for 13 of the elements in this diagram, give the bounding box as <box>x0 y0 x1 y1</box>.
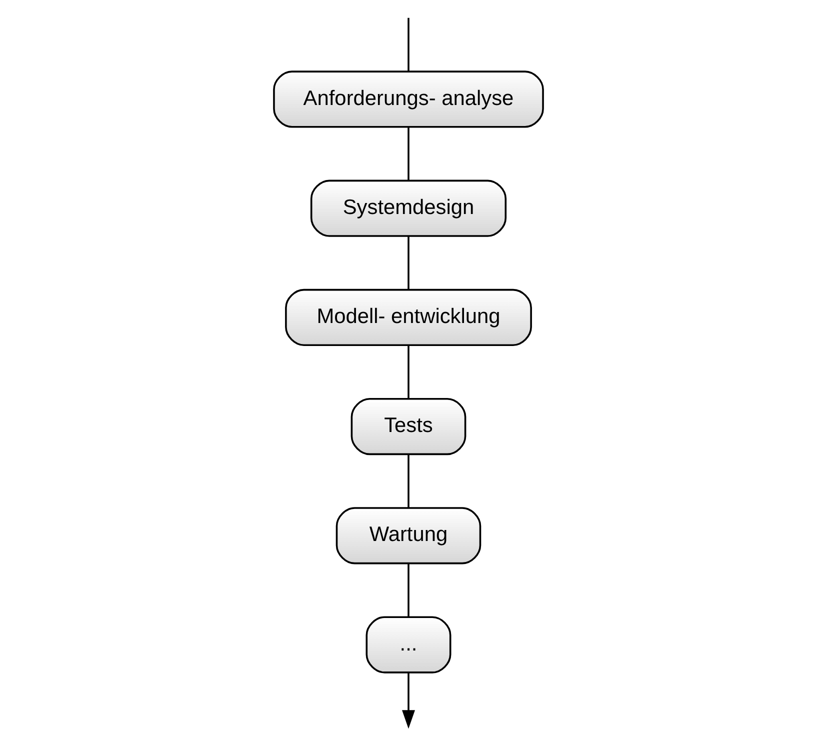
node-box: Wartung <box>336 507 482 564</box>
node-box: ... <box>366 616 452 674</box>
arrow <box>402 672 415 729</box>
connector <box>408 345 410 398</box>
node-box: Modell- entwicklung <box>285 288 532 346</box>
node-box: Anforderungs- analyse <box>273 70 544 128</box>
connector <box>408 454 410 508</box>
connector <box>408 18 410 72</box>
connector <box>408 236 410 290</box>
connector <box>408 126 410 180</box>
node-box: Systemdesign <box>310 180 507 237</box>
node-box: Tests <box>350 398 466 456</box>
connector <box>408 563 410 617</box>
